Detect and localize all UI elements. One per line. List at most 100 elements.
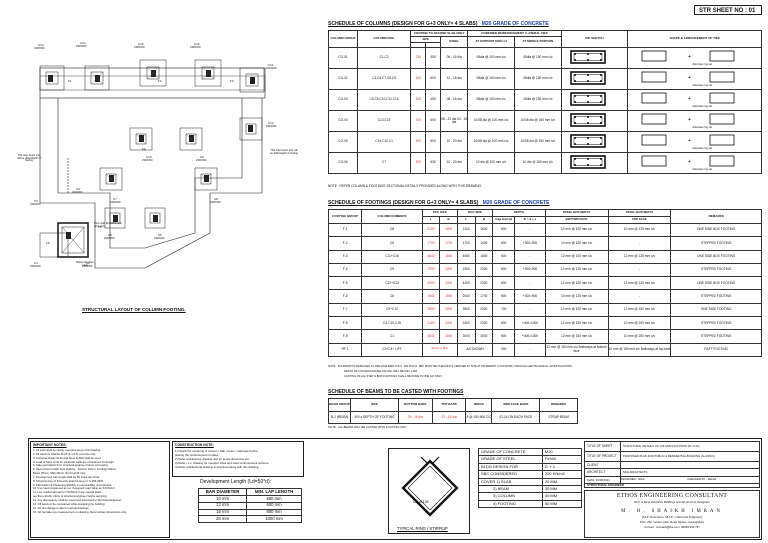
rf-sketch <box>560 47 629 69</box>
footing-pcc-l: 3500 <box>421 302 441 318</box>
important-note-line: 7. Development Lap length shall be 50 ti… <box>33 475 101 479</box>
ft-h-top: STEEL BOTHWAYS <box>607 209 672 217</box>
note-lift-pit: Door side lift pit/this spin pitch only <box>94 222 123 228</box>
layout-title: STRUCTURAL LAYOUT OF COLUMN FOOTING. <box>82 307 186 312</box>
col-size-c7: 230X450 <box>110 201 121 204</box>
footing-pcc-l: Shown in Plan <box>421 342 458 357</box>
footing-depth: 600 <box>492 249 516 264</box>
footing-group: F-8 <box>327 316 363 331</box>
footing-total-depth: - <box>514 302 546 318</box>
footing-pcc-l: 2100 <box>421 222 441 238</box>
important-note-line: 9. Fabrication & Shuttering Stability is… <box>33 483 113 487</box>
footing-rcc-l: 2100 <box>456 222 476 238</box>
ft-h-nos: COLUMN NUMBERS <box>361 209 423 224</box>
column-size-a: 300 <box>410 68 427 90</box>
footing-depth: 700 <box>492 302 516 318</box>
footing-remarks: RAFT FOOTING <box>670 342 762 357</box>
footing-depth: 600 <box>492 262 516 278</box>
col-h-rf: R/F SKETCH <box>560 30 629 48</box>
tie-shape: +Alternate ring set <box>627 110 762 132</box>
firm-sub: RCC & Steel Industries Buildings special… <box>634 500 710 504</box>
material-value: G + 3 <box>541 462 583 472</box>
col-size-c6: 230X450 <box>154 237 165 240</box>
tie-shape: +Alternate ring set <box>627 152 762 174</box>
ft-h-bottom: STEEL BOTHWAYS <box>544 209 609 217</box>
footing-pcc-b: 2400 <box>439 316 458 331</box>
rf-sketch <box>560 110 629 132</box>
col-h-shape: SHAPE & ARRANGEMENT OF TIES <box>627 30 762 48</box>
footing-pcc-b: 2000 <box>439 302 458 318</box>
col-h-nos: COLUMN NOS. <box>356 30 412 48</box>
ft-h-group: FOOTING GROUP <box>327 209 363 224</box>
footing-pcc-l: 1900 <box>421 289 441 304</box>
col-label-c4: C4 <box>76 187 80 191</box>
footing-top-steel: 10 mm @ 200 mm c/c <box>607 329 672 344</box>
column-group: CG-01 <box>328 47 358 69</box>
important-note-line: 10. Live load considered as per 'Assigne… <box>33 487 116 491</box>
col-h-group: COLUMN GROUP <box>328 30 358 48</box>
footing-note-3: CASTING OF ALL STEP & BOX FOOTINGS SHALL… <box>344 375 443 378</box>
footing-pcc-l: 2300 <box>421 262 441 278</box>
important-note-line: 11. Live residential load is 2.5KN/m2 if… <box>33 491 102 495</box>
lap-bar-diameter: 20 mm <box>197 515 248 524</box>
footing-remarks: STEPPED FOOTING <box>670 329 762 344</box>
note-step-beam-right: This step beam size will be 300x/depth o… <box>270 149 298 155</box>
footing-remarks: STEPPED FOOTING <box>670 289 762 304</box>
col-h-steel: STEEL <box>439 36 469 48</box>
lap-h-dia: BAR DIAMETER <box>197 488 248 496</box>
footing-pcc-b: 3000 <box>439 329 458 344</box>
column-size-b: 600 <box>425 68 441 90</box>
footing-label-f1: F1 <box>68 79 72 83</box>
col-h-support: AT SUPPORT END L/4 <box>467 36 515 48</box>
important-note-line: 1. All work shall be strictly executed a… <box>33 449 101 452</box>
footing-remarks: STEPPED FOOTING <box>670 236 762 251</box>
footing-rcc-l: AS SHOWN <box>456 342 494 357</box>
alternate-ring-label: Alternate ring set <box>692 147 713 151</box>
footing-schedule-title-text: SCHEDULE OF FOOTINGS (DESIGN FOR G+3 ONL… <box>328 200 479 206</box>
title-block-key: TITLE OF PROJECT <box>584 451 621 462</box>
footing-pcc-l: 4300 <box>421 276 441 291</box>
tb-checked: CHECKED BY - MHAR <box>687 477 717 482</box>
column-support-ties: 08dia @ 100 mm c/c <box>467 68 515 90</box>
footing-bottom-steel: 12 mm @ 100 mm c/c <box>544 302 609 318</box>
footing-remarks: ONE SIDE BOX FOOTING <box>670 249 762 264</box>
bm-h-group: BEAM GROUP <box>328 398 351 412</box>
material-key: SBC CONSIDERED <box>478 470 543 479</box>
col-size-c9: 230X450 <box>196 159 207 162</box>
col-label-c6: C6 <box>158 233 162 237</box>
material-key: COVER 1) SLAB <box>478 477 543 486</box>
lap-title: Development Length (Ld=50*d): <box>200 479 272 485</box>
lap-length: 1000 mm <box>246 515 302 524</box>
footing-schedule-grade: M20 GRADE OF CONCRETE <box>482 200 550 206</box>
title-block-value: PROPOSED PLAN FOR PUBLIC & RESIDENTIAL B… <box>620 451 760 462</box>
ft-h-rl: L <box>456 216 476 224</box>
footing-column-numbers: C9 <box>361 262 423 278</box>
col-size-c5: 230X450 <box>104 237 115 240</box>
footing-bottom-steel: 12 mm @ 100 mm c/c <box>544 276 609 291</box>
footing-label-f3: F3 <box>230 79 234 83</box>
lap-length: 800 mm <box>246 508 302 517</box>
footing-rcc-l: 3500 <box>456 302 476 318</box>
footing-depth: 600 <box>492 329 516 344</box>
footing-rcc-b: 3000 <box>474 329 494 344</box>
alternate-ring-label: Alternate ring set <box>692 168 713 172</box>
ft-h-depth: DEPTH <box>492 209 546 217</box>
material-key: 4) FOOTING <box>478 499 543 509</box>
firm-address: P.No. 25p, Golden park, Road Square, Aur… <box>639 520 705 524</box>
svg-text:+: + <box>688 75 691 81</box>
column-group: CG-04 <box>328 110 358 132</box>
col-size-c15: 230X450 <box>134 46 145 49</box>
tb-designed: DESIGNED - IRAA <box>621 477 645 482</box>
footing-remarks: STEPPED FOOTING <box>670 262 762 278</box>
footing-remarks: STEPPED FOOTING <box>670 316 762 331</box>
title-block-key: ARCHITECT <box>584 468 621 477</box>
footing-label-f6: F6 <box>46 241 50 245</box>
